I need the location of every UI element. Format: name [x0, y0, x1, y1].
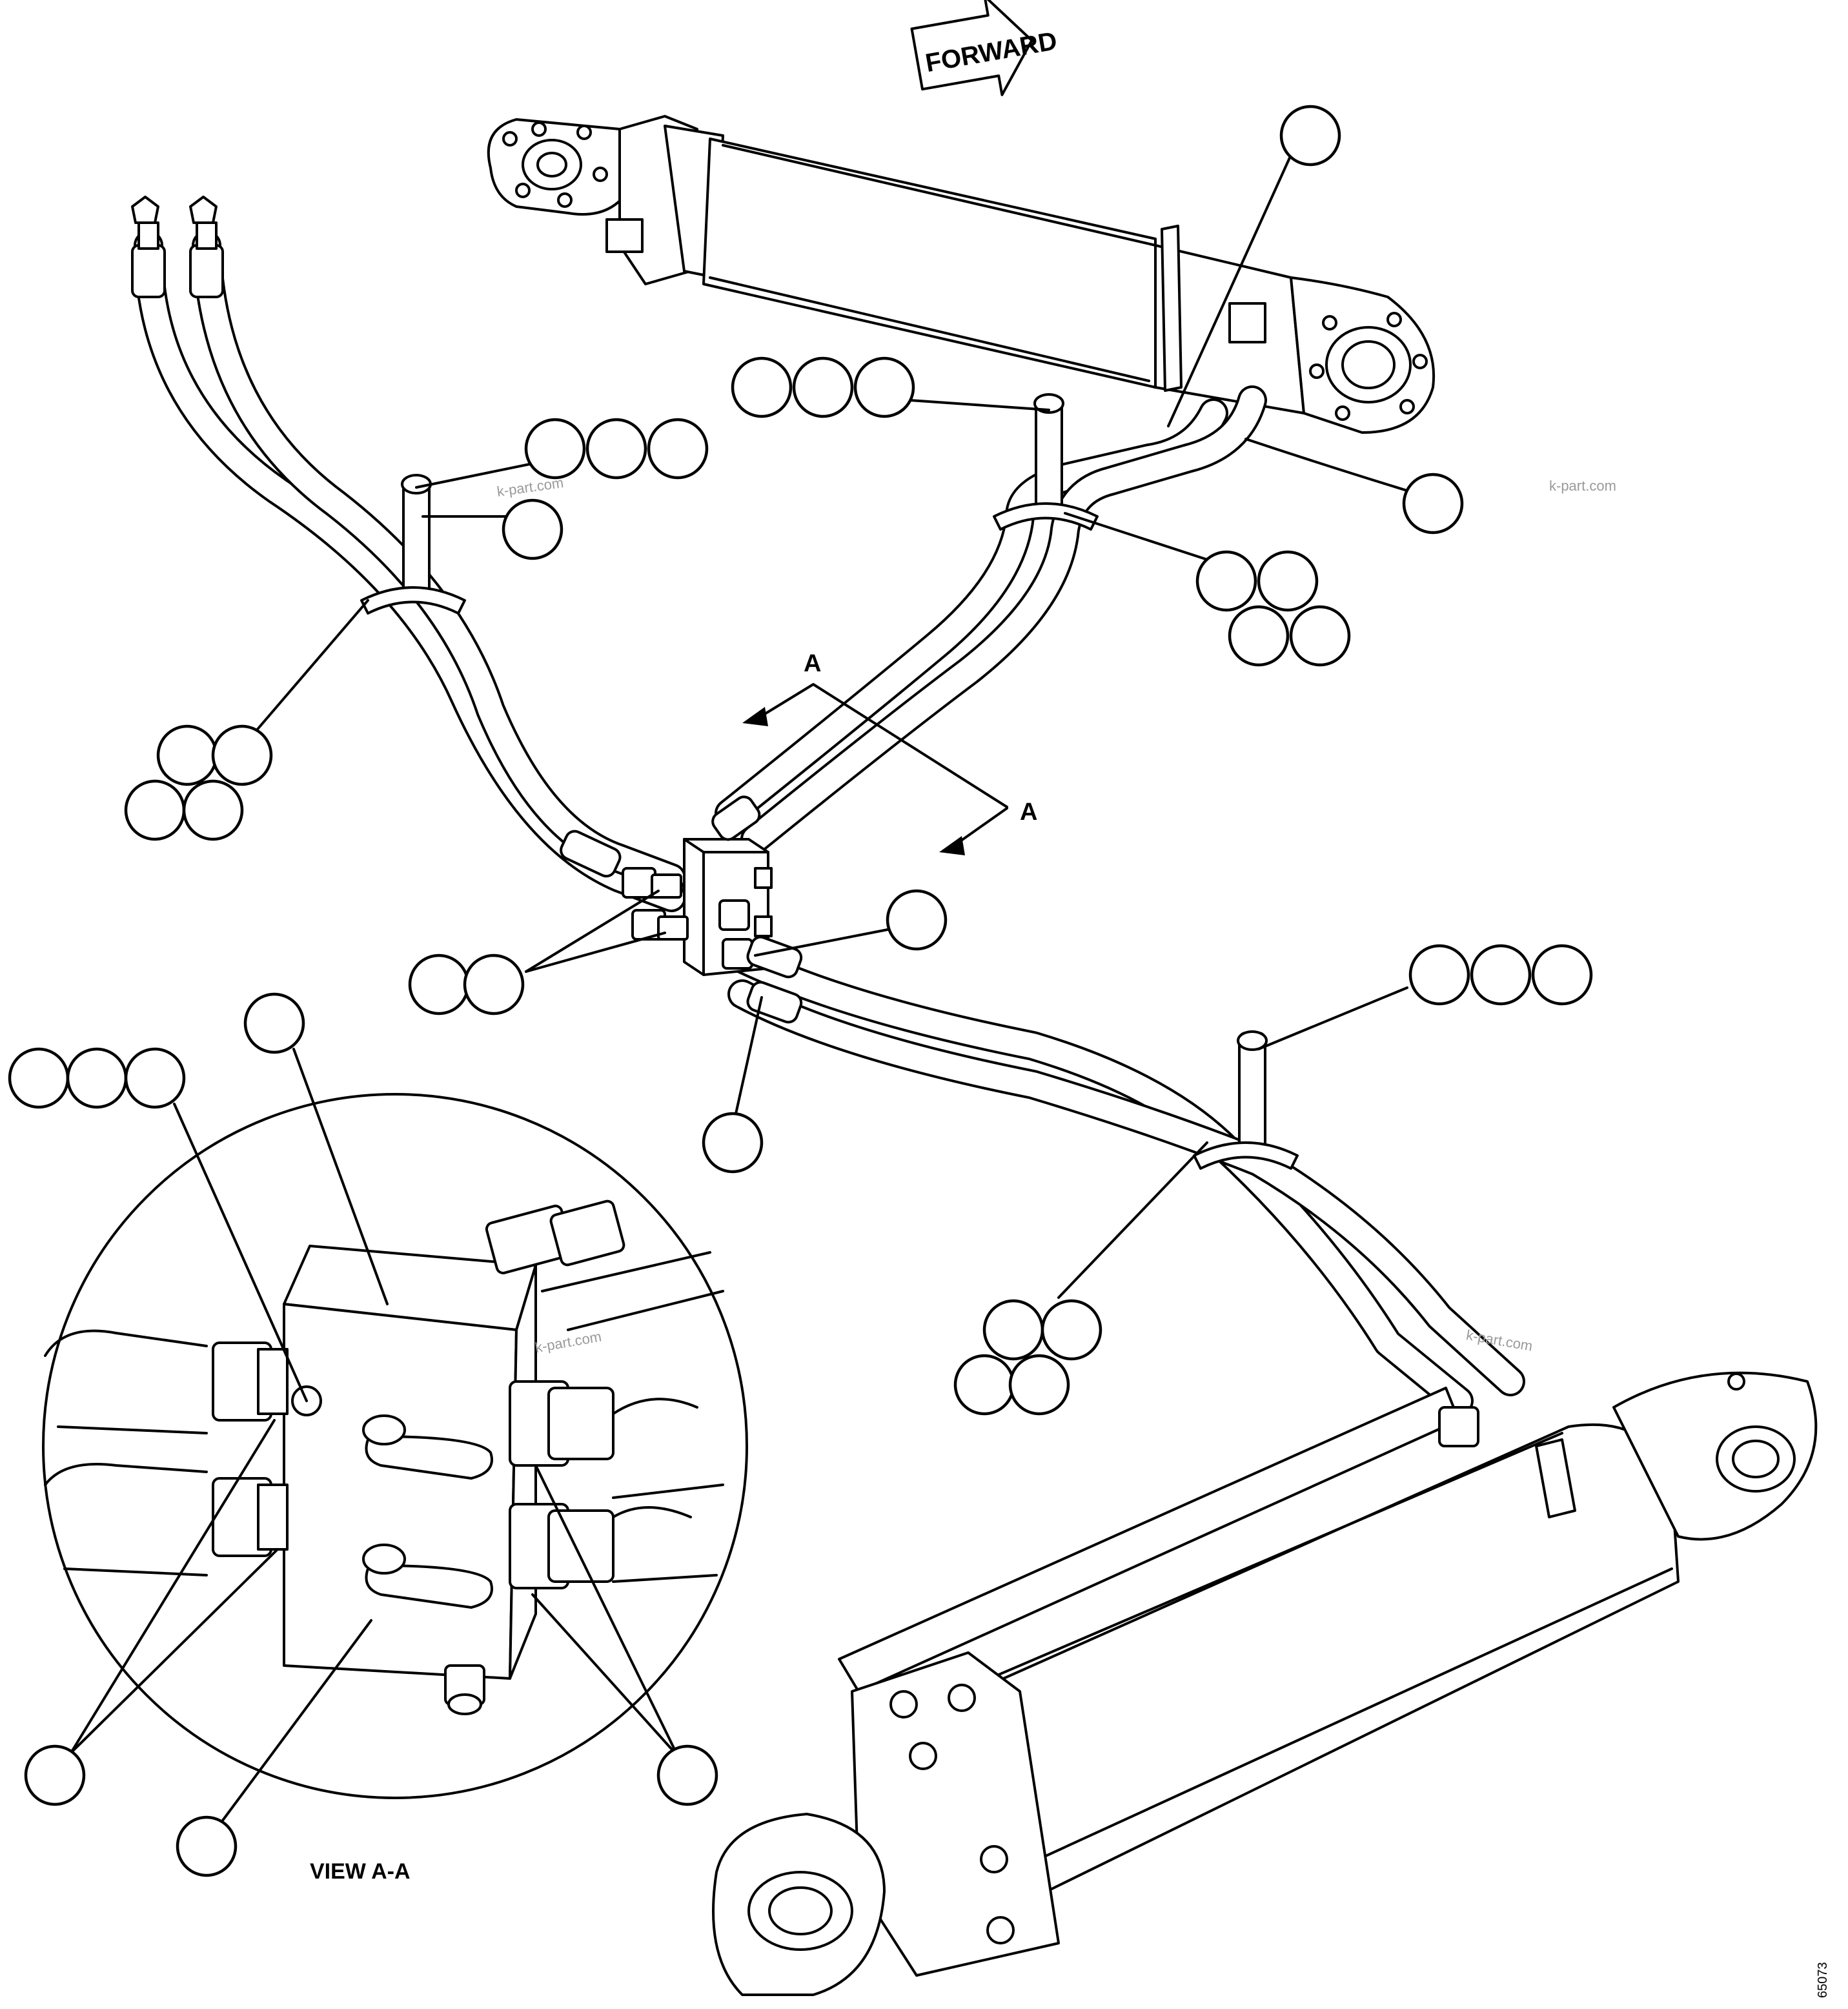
manifold-block [560, 795, 803, 1024]
section-marker-bottom: A [1020, 799, 1037, 826]
watermark-2: k-part.com [1549, 478, 1616, 494]
upper-cylinder [487, 115, 1436, 434]
section-marker-top: A [804, 650, 821, 677]
hose-clamps [360, 393, 1299, 1170]
figure-code: 65073 [1816, 1962, 1830, 1998]
lower-cylinder [712, 1371, 1818, 1996]
leader-lines [70, 154, 1408, 1835]
detail-view-a-a [42, 1093, 748, 1799]
hoses [134, 230, 1525, 1416]
view-label: VIEW A-A [310, 1859, 411, 1884]
callout-bubbles [8, 105, 1593, 1877]
forward-arrow: FORWARD [910, 0, 1059, 96]
watermark-1: k-part.com [496, 474, 564, 500]
watermark-4: k-part.com [534, 1328, 603, 1356]
section-markers: A A [742, 650, 1037, 855]
hose-end-fittings [131, 196, 224, 298]
